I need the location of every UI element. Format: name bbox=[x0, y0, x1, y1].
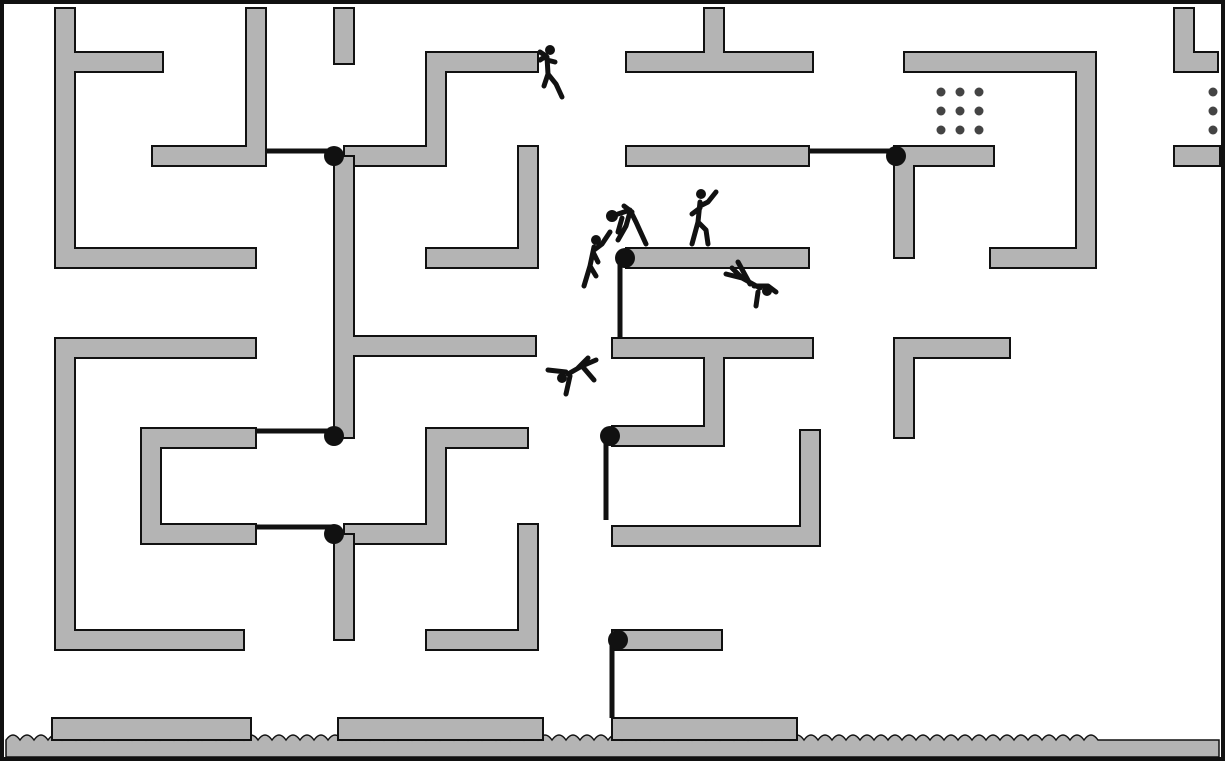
goal-dot bbox=[956, 88, 965, 97]
hinge-dot bbox=[324, 146, 344, 166]
goal-dot bbox=[956, 126, 965, 135]
hinge-dot bbox=[324, 524, 344, 544]
wall-bar-bottom bbox=[612, 630, 722, 650]
raft-right[interactable] bbox=[612, 718, 797, 740]
hinge-dot bbox=[600, 426, 620, 446]
wall-top-stub bbox=[334, 8, 354, 64]
wall-bar-mid bbox=[626, 146, 809, 166]
hinge-dot bbox=[324, 426, 344, 446]
goal-dot bbox=[937, 126, 946, 135]
raft-left[interactable] bbox=[52, 718, 251, 740]
wall-platform bbox=[626, 248, 809, 268]
goal-dot bbox=[956, 107, 965, 116]
wall-edge-right-bar bbox=[1174, 146, 1220, 166]
hinge-dot bbox=[608, 630, 628, 650]
goal-dot bbox=[975, 126, 984, 135]
hinge-dot bbox=[615, 248, 635, 268]
raft-middle[interactable] bbox=[338, 718, 543, 740]
wall-lower-stem bbox=[334, 534, 354, 640]
edge-dots bbox=[1209, 88, 1218, 135]
goal-dot bbox=[937, 88, 946, 97]
goal-dot bbox=[975, 107, 984, 116]
goal-dot bbox=[937, 107, 946, 116]
goal-dot-grid[interactable] bbox=[937, 88, 984, 135]
goal-dot bbox=[975, 88, 984, 97]
hinge-dot bbox=[886, 146, 906, 166]
